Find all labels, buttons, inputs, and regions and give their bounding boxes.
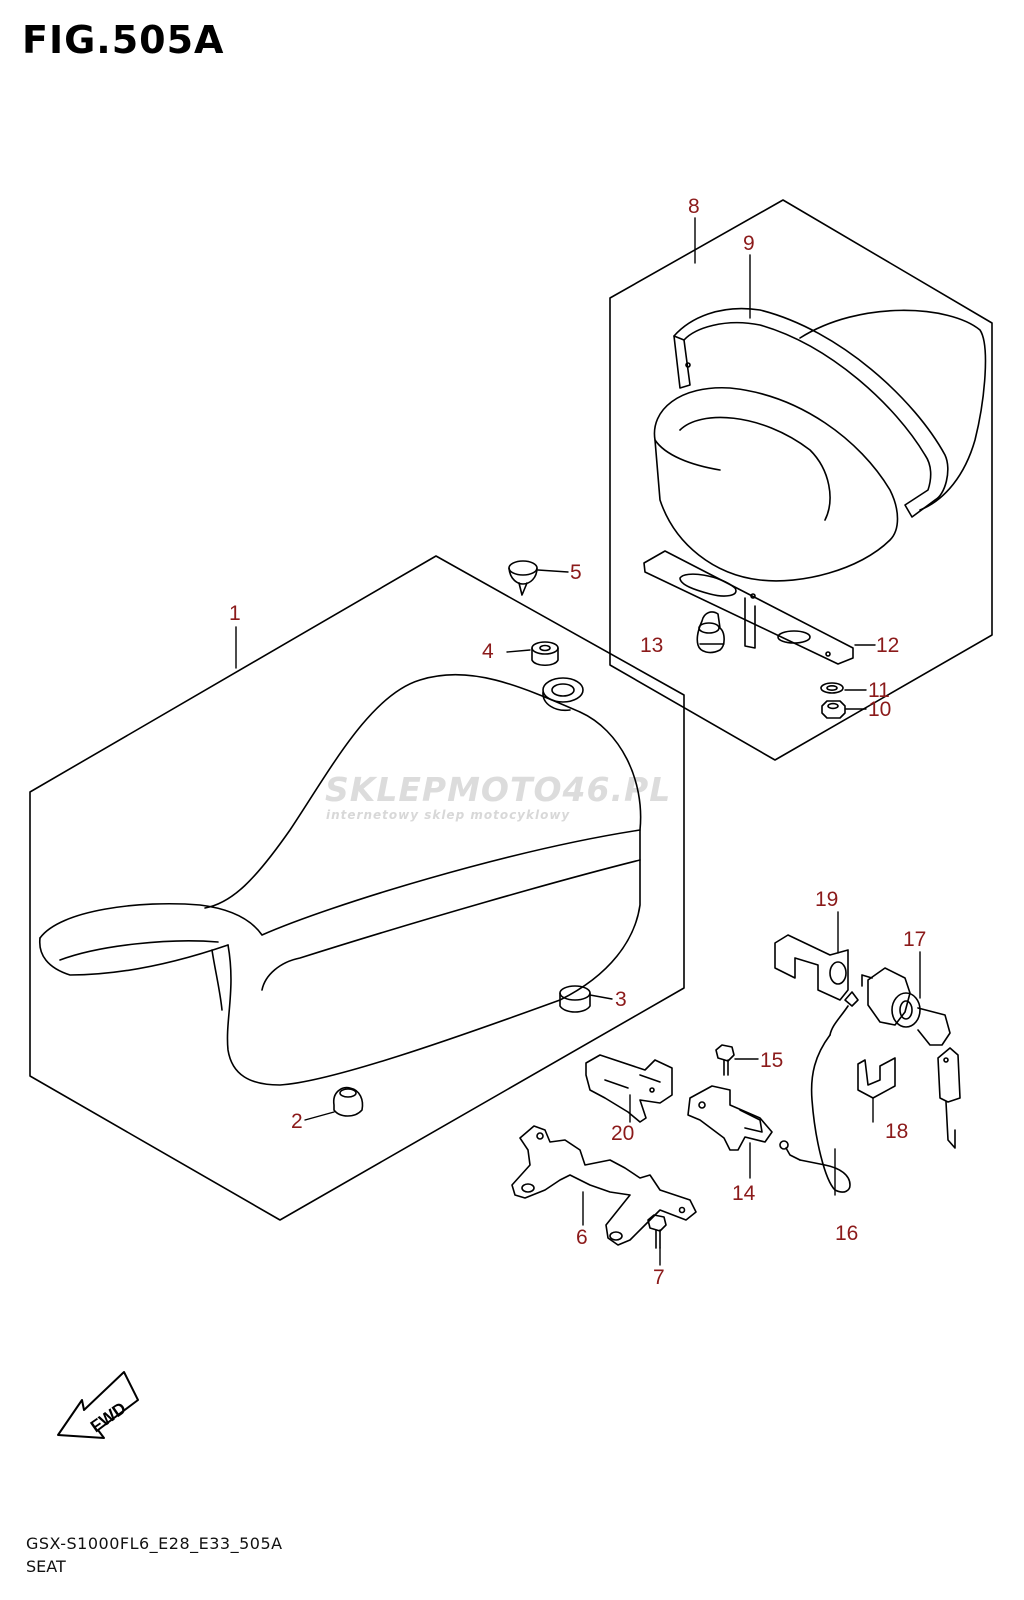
callout-4: 4 xyxy=(482,640,494,663)
part-10-nut xyxy=(821,700,846,719)
callout-15: 15 xyxy=(760,1049,783,1072)
fwd-arrow xyxy=(57,1371,139,1439)
callout-18: 18 xyxy=(885,1120,908,1143)
leader-lines xyxy=(235,217,921,1266)
seat-hook-ring xyxy=(542,677,584,712)
part-2-rivet xyxy=(332,1086,364,1117)
callout-9: 9 xyxy=(743,232,755,255)
section-name: SEAT xyxy=(26,1557,66,1576)
callout-17: 17 xyxy=(903,928,926,951)
part-3-cushion xyxy=(559,985,591,1013)
callout-6: 6 xyxy=(576,1226,588,1249)
callout-labels: 1 2 3 4 5 6 7 8 9 10 11 12 13 14 15 16 1… xyxy=(229,195,926,1289)
part-19-bracket xyxy=(774,934,849,1001)
rear-seat-group-outline xyxy=(609,199,993,761)
fwd-label: FWD xyxy=(87,1398,130,1436)
callout-1: 1 xyxy=(229,602,241,625)
rear-seat-cushion xyxy=(653,309,987,582)
model-code: GSX-S1000FL6_E28_E33_505A xyxy=(26,1534,283,1553)
part-4-grommet xyxy=(531,641,559,667)
callout-2: 2 xyxy=(291,1110,303,1133)
part-7-bolt xyxy=(647,1214,667,1249)
part-5-rivet xyxy=(508,560,538,596)
part-15-bolt xyxy=(715,1044,735,1076)
callout-3: 3 xyxy=(615,988,627,1011)
callout-11: 11 xyxy=(868,679,890,702)
callout-16: 16 xyxy=(835,1222,858,1245)
part-20-bracket xyxy=(585,1054,673,1123)
part-16-cable xyxy=(779,991,859,1193)
callout-10: 10 xyxy=(868,698,891,721)
watermark-tagline: internetowy sklep motocyklowy xyxy=(326,808,571,822)
callout-8: 8 xyxy=(688,195,700,218)
part-9-grab-strap xyxy=(673,307,949,518)
part-6-bracket xyxy=(511,1125,697,1246)
figure-title: FIG.505A xyxy=(22,18,225,62)
part-11-washer xyxy=(820,682,844,694)
front-seat-drawing xyxy=(39,673,642,1086)
part-12-plate xyxy=(643,550,854,665)
part-17-lock-and-keys xyxy=(861,967,961,1149)
watermark-brand: SKLEPMOTO46.PL xyxy=(325,770,672,809)
callout-12: 12 xyxy=(876,634,899,657)
callout-5: 5 xyxy=(570,561,582,584)
part-13-damper xyxy=(696,611,725,654)
callout-7: 7 xyxy=(653,1266,665,1289)
part-18-clip xyxy=(857,1057,896,1099)
part-14-latch xyxy=(687,1085,773,1151)
callout-19: 19 xyxy=(815,888,838,911)
front-seat-group-outline xyxy=(29,555,685,1221)
callout-20: 20 xyxy=(611,1122,634,1145)
callout-13: 13 xyxy=(640,634,663,657)
callout-14: 14 xyxy=(732,1182,756,1205)
